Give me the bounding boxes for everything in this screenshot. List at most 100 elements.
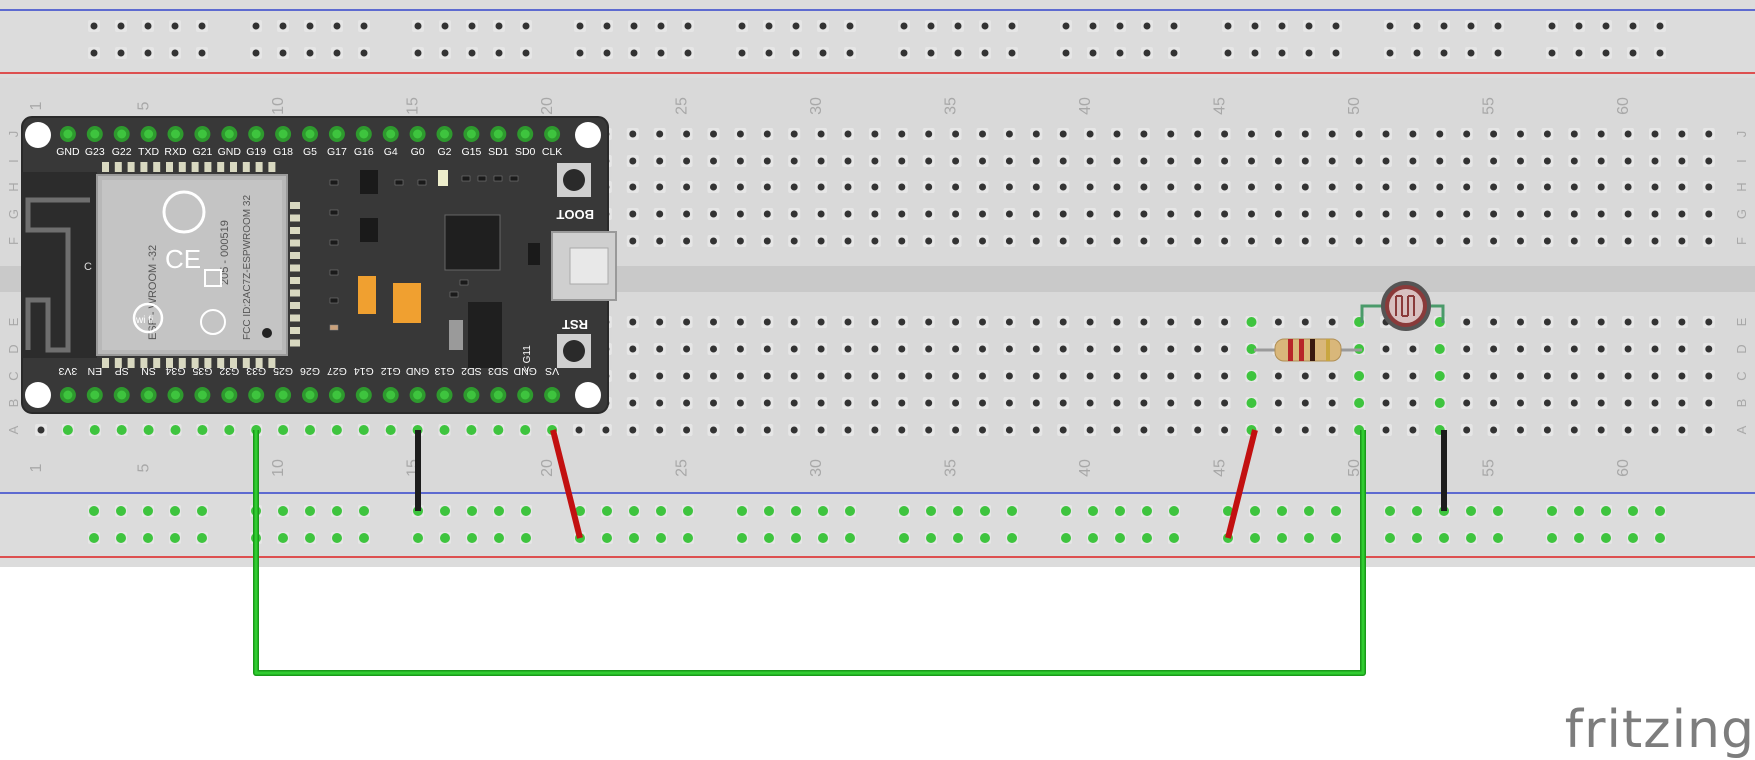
power-rail-hole[interactable] [441, 22, 449, 30]
breadboard-hole[interactable] [1382, 426, 1390, 434]
power-rail-hole[interactable] [359, 533, 369, 543]
breadboard-hole[interactable] [1570, 318, 1578, 326]
power-rail-hole[interactable] [926, 506, 936, 516]
breadboard-hole[interactable] [1005, 237, 1013, 245]
power-rail-hole[interactable] [953, 533, 963, 543]
breadboard-hole[interactable] [1167, 157, 1175, 165]
breadboard-hole[interactable] [1113, 318, 1121, 326]
breadboard-hole[interactable] [1167, 318, 1175, 326]
breadboard-hole[interactable] [1354, 371, 1365, 381]
power-rail-hole[interactable] [1629, 22, 1637, 30]
breadboard-hole[interactable] [1463, 130, 1471, 138]
breadboard-hole[interactable] [1301, 426, 1309, 434]
breadboard-hole[interactable] [1624, 426, 1632, 434]
breadboard-hole[interactable] [1409, 399, 1417, 407]
breadboard-hole[interactable] [1167, 210, 1175, 218]
breadboard-hole[interactable] [683, 183, 691, 191]
breadboard-hole[interactable] [898, 345, 906, 353]
power-rail-hole[interactable] [468, 22, 476, 30]
power-rail-hole[interactable] [1332, 49, 1340, 57]
breadboard-hole[interactable] [1248, 157, 1255, 165]
breadboard-hole[interactable] [1543, 399, 1551, 407]
breadboard-hole[interactable] [1624, 157, 1632, 165]
breadboard-hole[interactable] [925, 130, 933, 138]
power-rail-hole[interactable] [413, 533, 423, 543]
breadboard-hole[interactable] [763, 183, 771, 191]
breadboard-hole[interactable] [844, 399, 852, 407]
breadboard-hole[interactable] [898, 130, 906, 138]
breadboard-hole[interactable] [683, 399, 691, 407]
breadboard-hole[interactable] [979, 372, 986, 380]
power-rail-hole[interactable] [899, 533, 909, 543]
breadboard-hole[interactable] [1194, 318, 1202, 326]
power-rail-hole[interactable] [1115, 506, 1125, 516]
power-rail-hole[interactable] [494, 506, 504, 516]
breadboard-hole[interactable] [736, 345, 744, 353]
breadboard-hole[interactable] [1705, 210, 1713, 218]
power-rail-hole[interactable] [1250, 533, 1260, 543]
breadboard-hole[interactable] [925, 237, 933, 245]
breadboard-hole[interactable] [1086, 157, 1094, 165]
breadboard-hole[interactable] [1005, 372, 1013, 380]
power-rail-hole[interactable] [144, 49, 152, 57]
breadboard-hole[interactable] [1355, 210, 1363, 218]
breadboard-hole[interactable] [1140, 399, 1148, 407]
photoresistor[interactable] [1360, 281, 1445, 331]
breadboard-hole[interactable] [1221, 130, 1229, 138]
power-rail-hole[interactable] [1331, 506, 1341, 516]
power-rail-hole[interactable] [1332, 22, 1340, 30]
breadboard-hole[interactable] [1113, 345, 1121, 353]
breadboard-hole[interactable] [952, 210, 960, 218]
breadboard-hole[interactable] [629, 183, 637, 191]
power-rail-hole[interactable] [1548, 49, 1556, 57]
breadboard-hole[interactable] [1570, 345, 1578, 353]
breadboard-hole[interactable] [1517, 318, 1524, 326]
breadboard-hole[interactable] [1409, 426, 1417, 434]
breadboard-hole[interactable] [979, 399, 986, 407]
power-rail-hole[interactable] [1547, 506, 1557, 516]
power-rail-hole[interactable] [1170, 22, 1178, 30]
breadboard-hole[interactable] [736, 318, 744, 326]
breadboard-hole[interactable] [1246, 317, 1257, 327]
power-rail-hole[interactable] [630, 22, 638, 30]
power-rail-hole[interactable] [143, 506, 153, 516]
power-rail-hole[interactable] [1251, 49, 1259, 57]
breadboard-hole[interactable] [1221, 318, 1229, 326]
power-rail-hole[interactable] [414, 49, 422, 57]
power-rail-hole[interactable] [1628, 533, 1638, 543]
breadboard-hole[interactable] [1059, 130, 1067, 138]
breadboard-hole[interactable] [1328, 237, 1336, 245]
breadboard-hole[interactable] [844, 183, 852, 191]
breadboard-hole[interactable] [439, 425, 450, 435]
breadboard-hole[interactable] [1167, 237, 1175, 245]
breadboard-hole[interactable] [1113, 157, 1121, 165]
breadboard-hole[interactable] [1328, 399, 1336, 407]
breadboard-hole[interactable] [656, 345, 664, 353]
breadboard-hole[interactable] [1355, 183, 1363, 191]
breadboard-hole[interactable] [844, 372, 852, 380]
breadboard-hole[interactable] [790, 345, 798, 353]
breadboard-hole[interactable] [1113, 372, 1121, 380]
breadboard-hole[interactable] [89, 425, 100, 435]
power-rail-hole[interactable] [1169, 506, 1179, 516]
breadboard-hole[interactable] [710, 210, 717, 218]
breadboard-hole[interactable] [736, 157, 744, 165]
breadboard-hole[interactable] [1382, 237, 1390, 245]
breadboard-hole[interactable] [170, 425, 181, 435]
breadboard-hole[interactable] [1059, 399, 1067, 407]
breadboard-hole[interactable] [1490, 210, 1498, 218]
breadboard-hole[interactable] [1113, 237, 1121, 245]
breadboard-hole[interactable] [1409, 345, 1417, 353]
power-rail-hole[interactable] [1548, 22, 1556, 30]
power-rail-hole[interactable] [926, 533, 936, 543]
breadboard-hole[interactable] [1059, 372, 1067, 380]
breadboard-hole[interactable] [1086, 183, 1094, 191]
breadboard-hole[interactable] [1355, 157, 1363, 165]
breadboard-hole[interactable] [817, 130, 825, 138]
power-rail-hole[interactable] [467, 506, 477, 516]
power-rail-hole[interactable] [1061, 506, 1071, 516]
breadboard-hole[interactable] [1490, 372, 1498, 380]
breadboard-hole[interactable] [1086, 399, 1094, 407]
breadboard-hole[interactable] [116, 425, 127, 435]
breadboard-hole[interactable] [1032, 345, 1040, 353]
